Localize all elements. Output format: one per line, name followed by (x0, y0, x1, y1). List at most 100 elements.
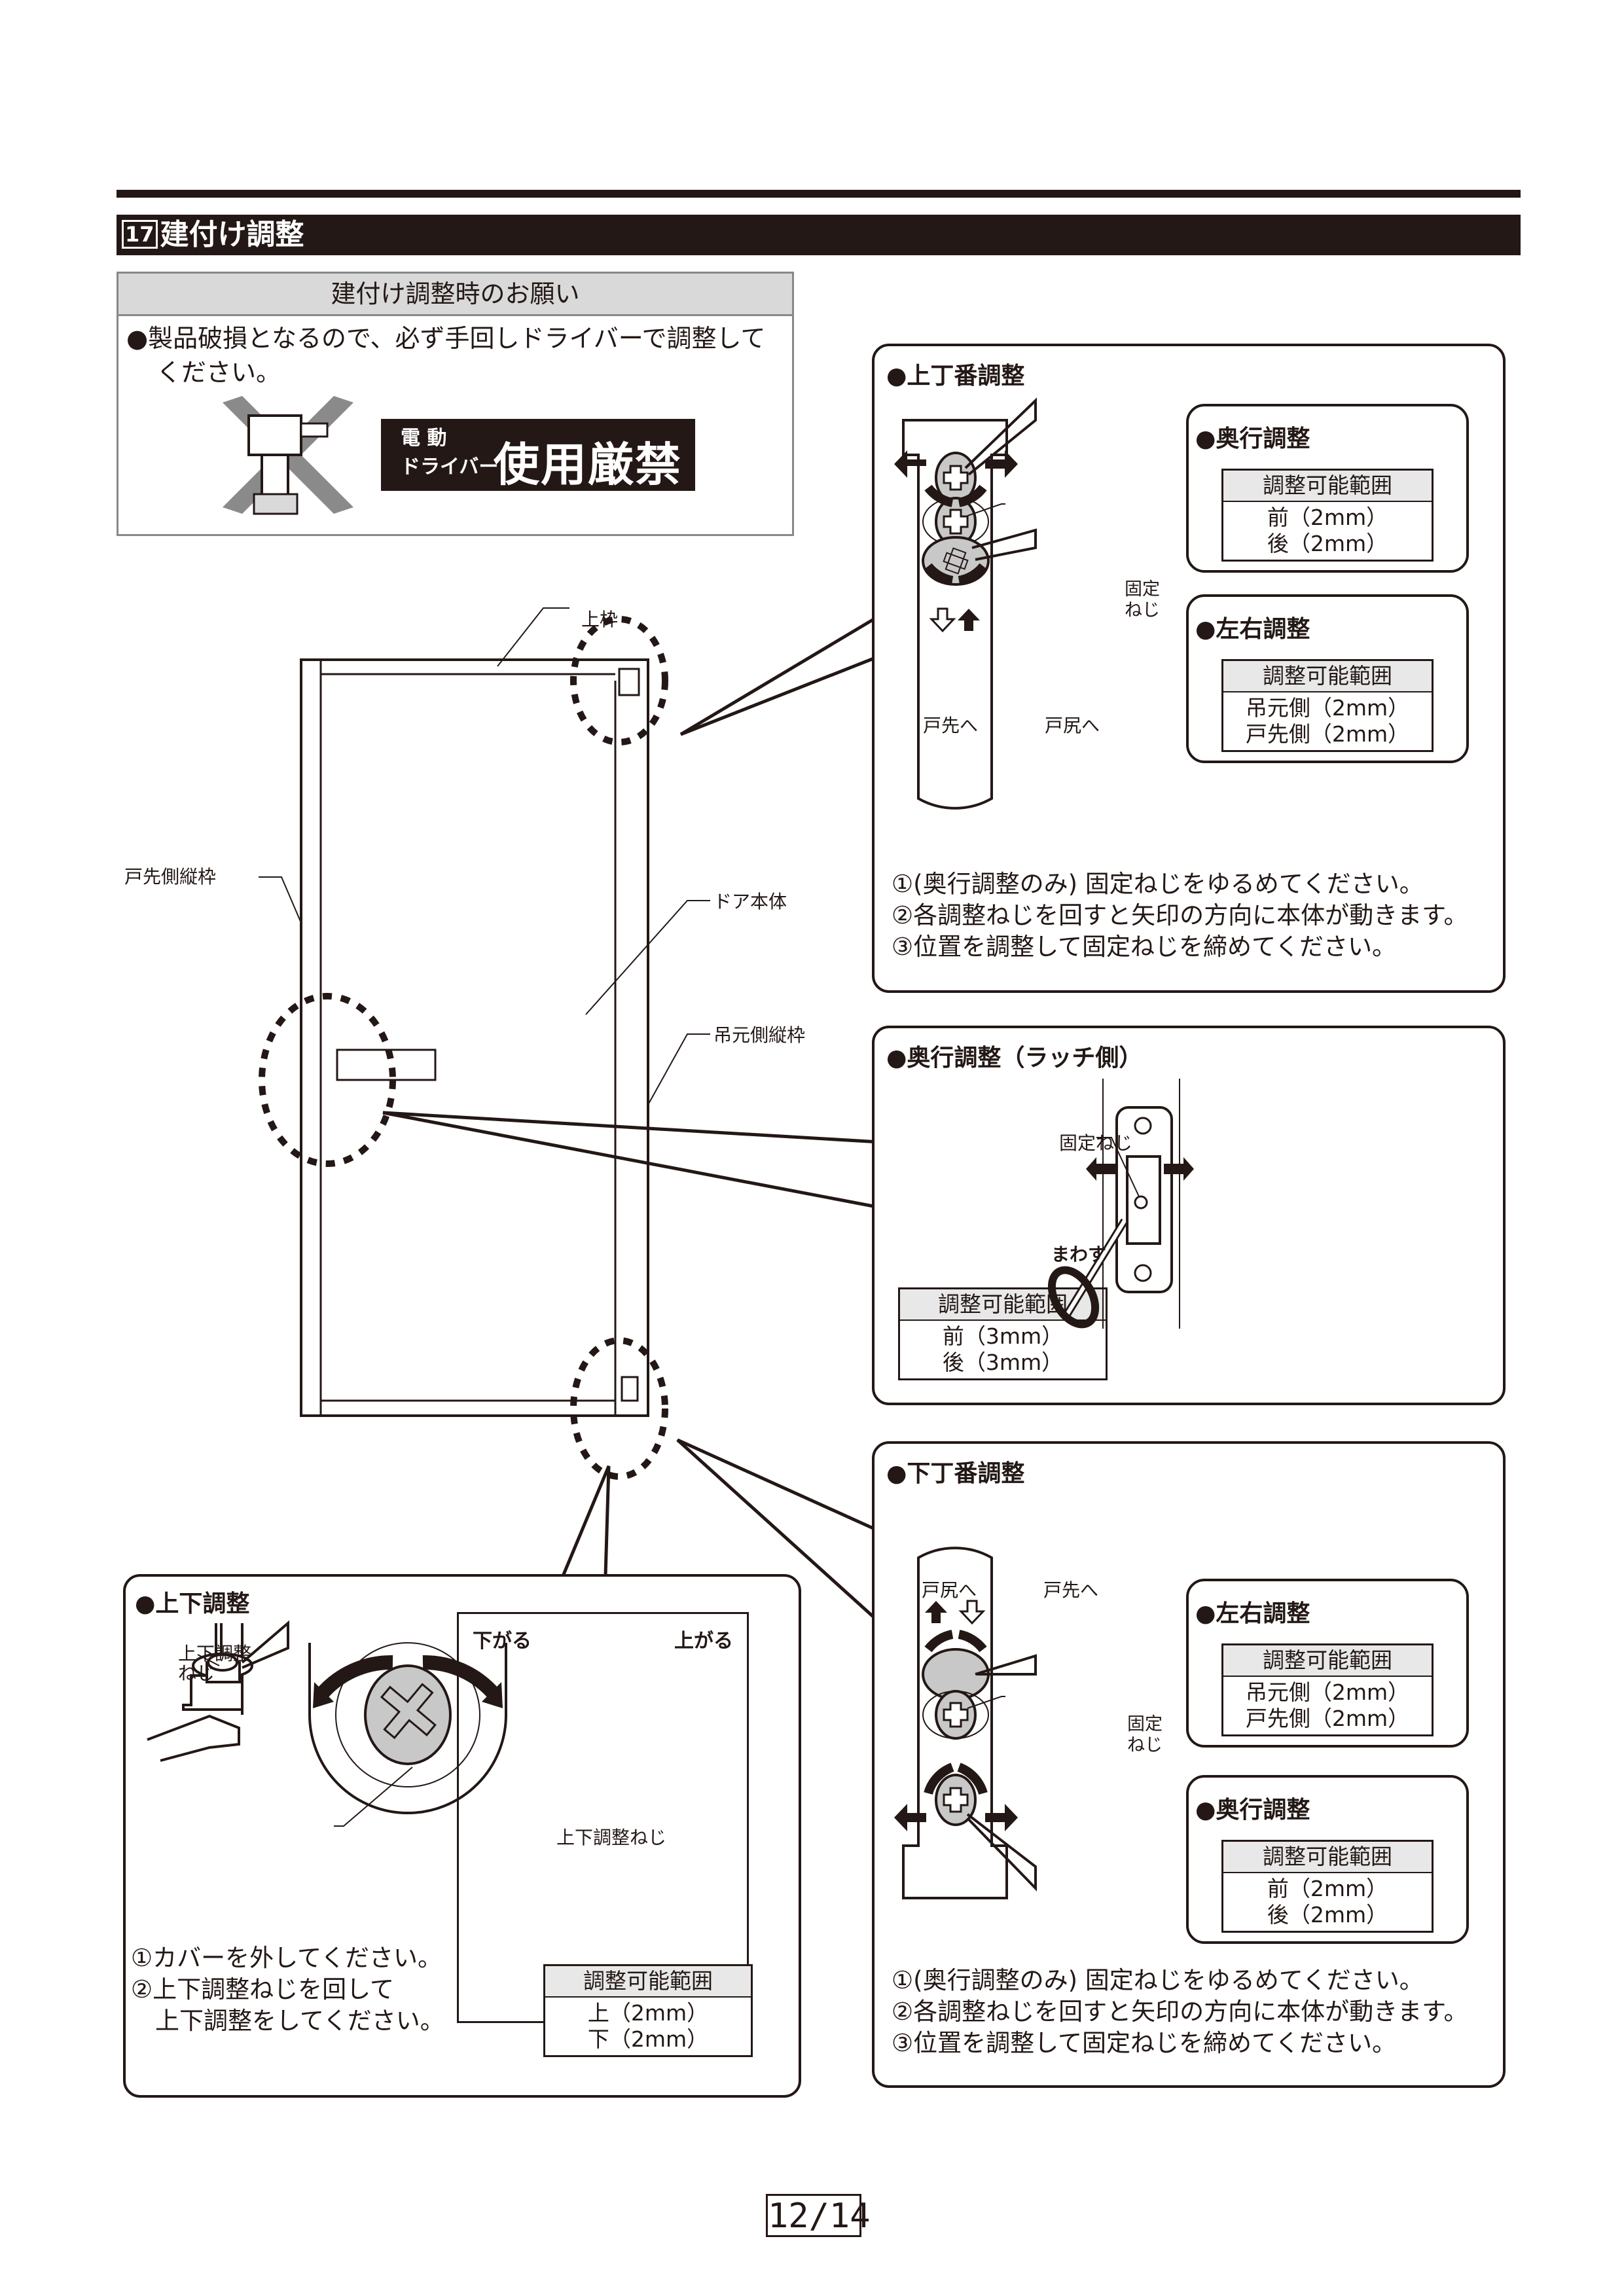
range-value: 前（2mm） (1267, 1876, 1388, 1901)
upper-depth-subpanel: ●奥行調整 調整可能範囲 前（2mm）後（2mm） (1186, 404, 1469, 573)
range-value: 下（2mm） (587, 2026, 709, 2052)
latch-depth-range-table: 調整可能範囲 前（3mm）後（3mm） (898, 1287, 1108, 1380)
toward-hinge-arrow-icon (958, 609, 980, 631)
latch-depth-title: ●奥行調整（ラッチ側） (886, 1045, 1143, 1071)
step-item: 上下調整をしてください。 (131, 2007, 444, 2035)
door-frame (300, 658, 649, 1417)
up-down-screw-label-1: 上下調整 (178, 1643, 252, 1664)
upper-lateral-range-table: 調整可能範囲 吊元側（2mm）戸先側（2mm） (1221, 659, 1434, 752)
vertical-adjust-steps: ①カバーを外してください。 ②上下調整ねじを回して 上下調整をしてください。 (131, 1943, 444, 2037)
lower-hinge-mark (621, 1376, 639, 1402)
lower-hinge-illustration-bottom (894, 1763, 1037, 1892)
range-header: 調整可能範囲 (545, 1966, 751, 1998)
range-value: 前（2mm） (1267, 505, 1388, 530)
upper-fixing-screw-label-1: 固定 (1125, 579, 1160, 600)
lower-hinge-illustration (902, 1547, 1037, 1899)
lower-lateral-subpanel: ●左右調整 調整可能範囲 吊元側（2mm）戸先側（2mm） (1186, 1579, 1469, 1748)
step-item: ②各調整ねじを回すと矢印の方向に本体が動きます。 (892, 1998, 1468, 2026)
lower-hinge-steps: ①(奥行調整のみ) 固定ねじをゆるめてください。 ②各調整ねじを回すと矢印の方向… (892, 1965, 1468, 2059)
lower-dir-toward-latch: 戸先へ (1043, 1579, 1099, 1601)
rotate-arrow-icon (1047, 1266, 1100, 1329)
upper-lateral-subpanel: ●左右調整 調整可能範囲 吊元側（2mm）戸先側（2mm） (1186, 594, 1469, 763)
upper-fixing-screw-label-2: ねじ (1125, 600, 1160, 620)
label-door-body: ドア本体 (713, 891, 787, 912)
range-header: 調整可能範囲 (1223, 1645, 1432, 1677)
upper-depth-range-table: 調整可能範囲 前（2mm）後（2mm） (1221, 469, 1434, 562)
lower-hinge-callout-circle (570, 1337, 668, 1480)
lower-fixing-screw-label-2: ねじ (1127, 1735, 1163, 1755)
rotate-down-arrow-icon (315, 1655, 393, 1700)
fixing-screw-icon (922, 1690, 989, 1740)
range-value: 戸先側（2mm） (1245, 1706, 1410, 1731)
raise-label: 上がる (674, 1630, 733, 1653)
label-latch-side-frame: 戸先側縦枠 (124, 866, 217, 888)
vertical-adjust-illustration (147, 1620, 507, 1827)
range-value: 吊元側（2mm） (1245, 695, 1410, 721)
section-number: 17 (122, 220, 158, 249)
label-top-frame: 上枠 (581, 609, 619, 630)
vertical-range-table: 調整可能範囲 上（2mm）下（2mm） (543, 1964, 753, 2057)
range-value: 後（2mm） (1267, 1902, 1388, 1928)
upper-dir-toward-latch: 戸先へ (923, 715, 979, 736)
toward-latch-arrow-icon (929, 607, 956, 633)
upper-hinge-mark (618, 668, 640, 696)
step-item: ②上下調整ねじを回して (131, 1975, 395, 2003)
latch-strike-illustration (1047, 1079, 1194, 1329)
range-value: 後（3mm） (942, 1350, 1064, 1375)
rotation-arrows-icon (924, 1630, 987, 1653)
label-hinge-side-frame: 吊元側縦枠 (713, 1024, 806, 1046)
section-title: 建付け調整 (160, 218, 304, 251)
lower-depth-subpanel: ●奥行調整 調整可能範囲 前（2mm）後（2mm） (1186, 1775, 1469, 1944)
range-header: 調整可能範囲 (900, 1289, 1106, 1321)
direction-arrows-icon (894, 450, 1018, 478)
upper-hinge-title: ●上丁番調整 (886, 363, 1025, 389)
step-item: ③位置を調整して固定ねじを締めてください。 (892, 933, 1396, 961)
range-header: 調整可能範囲 (1223, 471, 1432, 502)
depth-screw-icon (935, 1774, 977, 1826)
latch-fixing-screw-label: 固定ねじ (1059, 1132, 1133, 1154)
door-handle (336, 1049, 437, 1081)
range-value: 後（2mm） (1267, 531, 1388, 556)
notice-heading: 建付け調整時のお願い (118, 274, 792, 316)
lower-lateral-range-table: 調整可能範囲 吊元側（2mm）戸先側（2mm） (1221, 1643, 1434, 1736)
lower-depth-title: ●奥行調整 (1195, 1797, 1310, 1823)
rotate-up-arrow-icon (422, 1655, 501, 1700)
range-value: 戸先側（2mm） (1245, 721, 1410, 747)
lower-depth-range-table: 調整可能範囲 前（2mm）後（2mm） (1221, 1840, 1434, 1933)
step-item: ①(奥行調整のみ) 固定ねじをゆるめてください。 (892, 870, 1424, 898)
step-item: ①カバーを外してください。 (131, 1944, 442, 1972)
turn-label: まわす (1051, 1244, 1107, 1265)
ban-text-2: ドライバー (401, 456, 499, 478)
up-down-screw-detail (308, 1642, 507, 1827)
range-value: 前（3mm） (942, 1323, 1064, 1349)
top-rule (117, 190, 1521, 198)
lower-dir-toward-hinge: 戸尻へ (922, 1579, 977, 1601)
up-down-screw-icon (364, 1664, 452, 1765)
upper-lateral-title: ●左右調整 (1195, 616, 1310, 643)
notice-box: 建付け調整時のお願い ●製品破損となるので、必ず手回しドライバーで調整して くだ… (117, 272, 794, 536)
notice-text-line1: ●製品破損となるので、必ず手回しドライバーで調整して (126, 324, 766, 353)
power-drill-prohibited-icon (223, 396, 353, 515)
page-number: 12/14 (766, 2194, 871, 2237)
latch-callout-circle (259, 993, 396, 1167)
latch-fixing-screw-icon (1134, 1195, 1148, 1210)
toward-latch-arrow-icon (958, 1600, 986, 1625)
lower-fixing-screw-label-1: 固定 (1127, 1714, 1163, 1734)
up-down-screw-detail-label: 上下調整ねじ (556, 1827, 667, 1848)
step-item: ③位置を調整して固定ねじを締めてください。 (892, 2029, 1396, 2057)
upper-depth-title: ●奥行調整 (1195, 425, 1310, 452)
lower-lateral-title: ●左右調整 (1195, 1600, 1310, 1627)
ban-text-main: 使用厳禁 (494, 438, 682, 492)
latch-depth-panel: ●奥行調整（ラッチ側） 調整可能範囲 前（3mm）後（3mm） (872, 1026, 1506, 1405)
upper-hinge-callout-circle (570, 616, 668, 745)
ban-text-1: 電 動 (401, 427, 447, 450)
range-header: 調整可能範囲 (1223, 1842, 1432, 1873)
step-item: ②各調整ねじを回すと矢印の方向に本体が動きます。 (892, 901, 1468, 929)
upper-dir-toward-hinge: 戸尻へ (1045, 715, 1100, 736)
rotation-arrows-icon (924, 484, 987, 585)
lateral-screw-icon (922, 536, 990, 586)
range-header: 調整可能範囲 (1223, 661, 1432, 692)
notice-text-line2: ください。 (156, 358, 281, 387)
